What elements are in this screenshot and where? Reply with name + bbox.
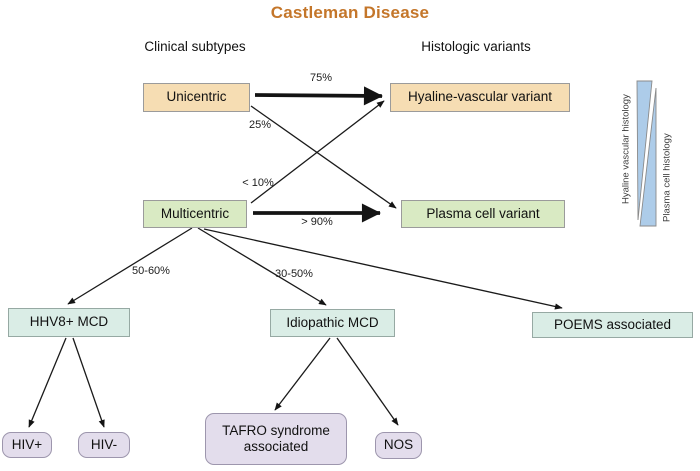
clinical-subtypes-header: Clinical subtypes <box>144 39 246 54</box>
edge-label-30-50pct: 30-50% <box>275 268 313 280</box>
node-idiopathic-mcd: Idiopathic MCD <box>270 309 395 337</box>
node-multicentric: Multicentric <box>143 200 247 228</box>
arrow-unicentric-to-hyaline <box>254 86 383 106</box>
legend-plasma-histology-label: Plasma cell histology <box>661 133 673 223</box>
hyaline-histology-triangle <box>636 80 653 221</box>
edge-label-lt10pct: < 10% <box>242 177 274 189</box>
node-hhv8-mcd: HHV8+ MCD <box>8 308 130 337</box>
node-hiv-negative: HIV- <box>78 432 130 458</box>
edge-label-gt90pct: > 90% <box>301 216 333 228</box>
node-nos: NOS <box>375 432 422 459</box>
node-tafro-syndrome: TAFRO syndrome associated <box>205 413 347 465</box>
arrow-idiopathic-to-nos <box>336 337 399 426</box>
arrow-multicentric-to-poems <box>203 228 563 310</box>
arrow-multicentric-to-hhv8 <box>67 227 193 305</box>
edge-label-75pct: 75% <box>309 72 333 84</box>
arrow-multicentric-to-idiopathic <box>197 227 327 306</box>
legend-hyaline-histology-label: Hyaline vascular histology <box>620 94 632 204</box>
plasma-histology-triangle <box>639 87 657 227</box>
node-unicentric: Unicentric <box>143 83 250 112</box>
edge-label-25pct: 25% <box>248 119 272 131</box>
node-hiv-positive: HIV+ <box>2 432 52 458</box>
node-plasma-cell-variant: Plasma cell variant <box>401 200 565 228</box>
arrow-hhv8-to-hivpos <box>28 337 67 428</box>
edge-label-50-60pct: 50-60% <box>132 265 170 277</box>
arrow-hhv8-to-hivneg <box>72 337 105 428</box>
node-poems-associated: POEMS associated <box>532 312 693 338</box>
page-title: Castleman Disease <box>270 3 430 22</box>
node-hyaline-vascular-variant: Hyaline-vascular variant <box>390 83 570 112</box>
histologic-variants-header: Histologic variants <box>421 39 531 54</box>
arrow-unicentric-to-plasma <box>250 105 397 209</box>
arrow-idiopathic-to-tafro <box>274 337 331 411</box>
